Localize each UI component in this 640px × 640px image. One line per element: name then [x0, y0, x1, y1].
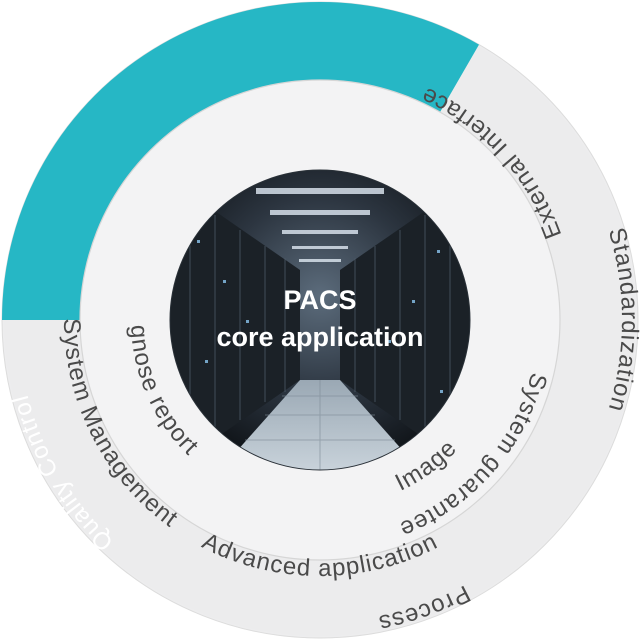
- center-title-line1: PACS: [283, 285, 356, 315]
- server-room-image: [170, 170, 470, 470]
- center-image-border: [169, 169, 471, 471]
- quality-control-segment[interactable]: [2, 2, 479, 321]
- center-title-line2: core application: [216, 322, 423, 352]
